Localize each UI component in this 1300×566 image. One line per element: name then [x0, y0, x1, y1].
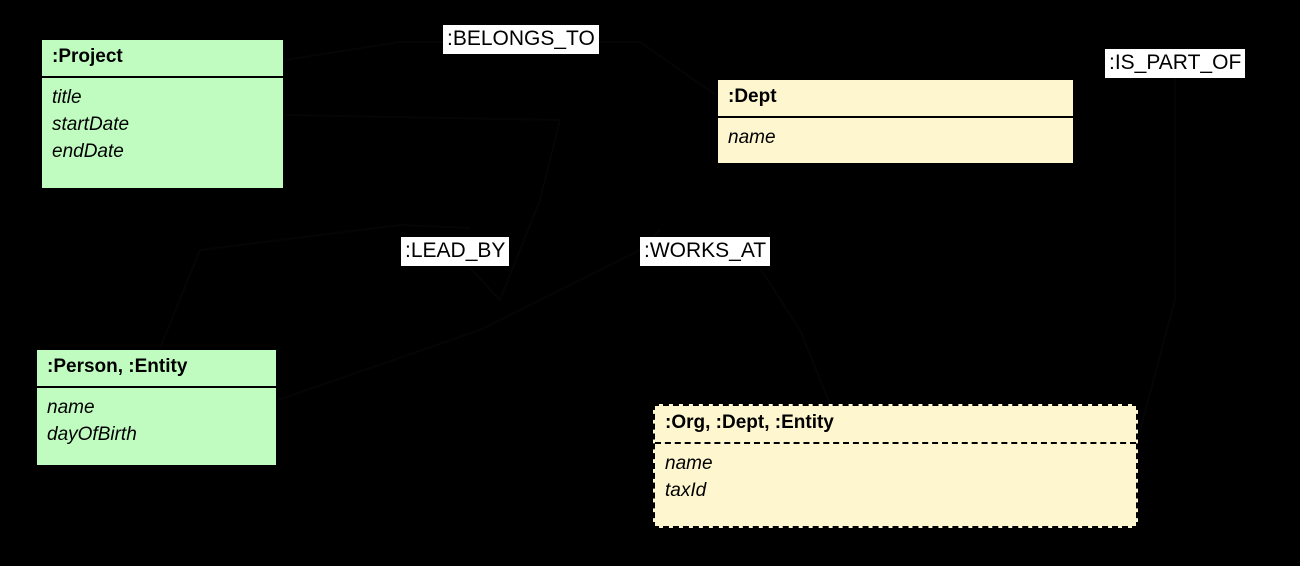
node-project-header: :Project: [42, 40, 283, 78]
node-project-attributes: title startDate endDate: [42, 78, 283, 176]
attribute-item: name: [47, 396, 95, 418]
relationship-label-is-part-of[interactable]: :IS_PART_OF: [1105, 49, 1246, 79]
node-org[interactable]: :Org, :Dept, :Entity name taxId: [653, 404, 1138, 528]
attribute-item: startDate: [52, 113, 130, 135]
edge-works-at-tail: [759, 267, 831, 405]
attribute-item: dayOfBirth: [47, 423, 137, 445]
attribute-item: endDate: [52, 140, 124, 162]
attribute-item: name: [728, 126, 776, 148]
attribute-item: taxId: [665, 479, 707, 501]
edge-is-part-of: [1139, 57, 1176, 431]
edge-lead-by-tail: [284, 114, 562, 302]
node-dept-header: :Dept: [718, 80, 1073, 118]
attribute-item: title: [52, 86, 82, 108]
relationship-label-belongs-to[interactable]: :BELONGS_TO: [443, 25, 599, 55]
node-person-header: :Person, :Entity: [37, 350, 276, 388]
relationship-label-lead-by[interactable]: :LEAD_BY: [401, 237, 510, 267]
node-project[interactable]: :Project title startDate endDate: [40, 38, 285, 190]
attribute-item: name: [665, 452, 713, 474]
node-dept[interactable]: :Dept name: [716, 78, 1075, 165]
node-person-attributes: name dayOfBirth: [37, 388, 276, 459]
node-person[interactable]: :Person, :Entity name dayOfBirth: [35, 348, 278, 467]
relationship-label-works-at[interactable]: :WORKS_AT: [640, 237, 771, 267]
node-org-attributes: name taxId: [655, 444, 1136, 515]
node-org-header: :Org, :Dept, :Entity: [655, 406, 1136, 444]
node-dept-attributes: name: [718, 118, 1073, 162]
